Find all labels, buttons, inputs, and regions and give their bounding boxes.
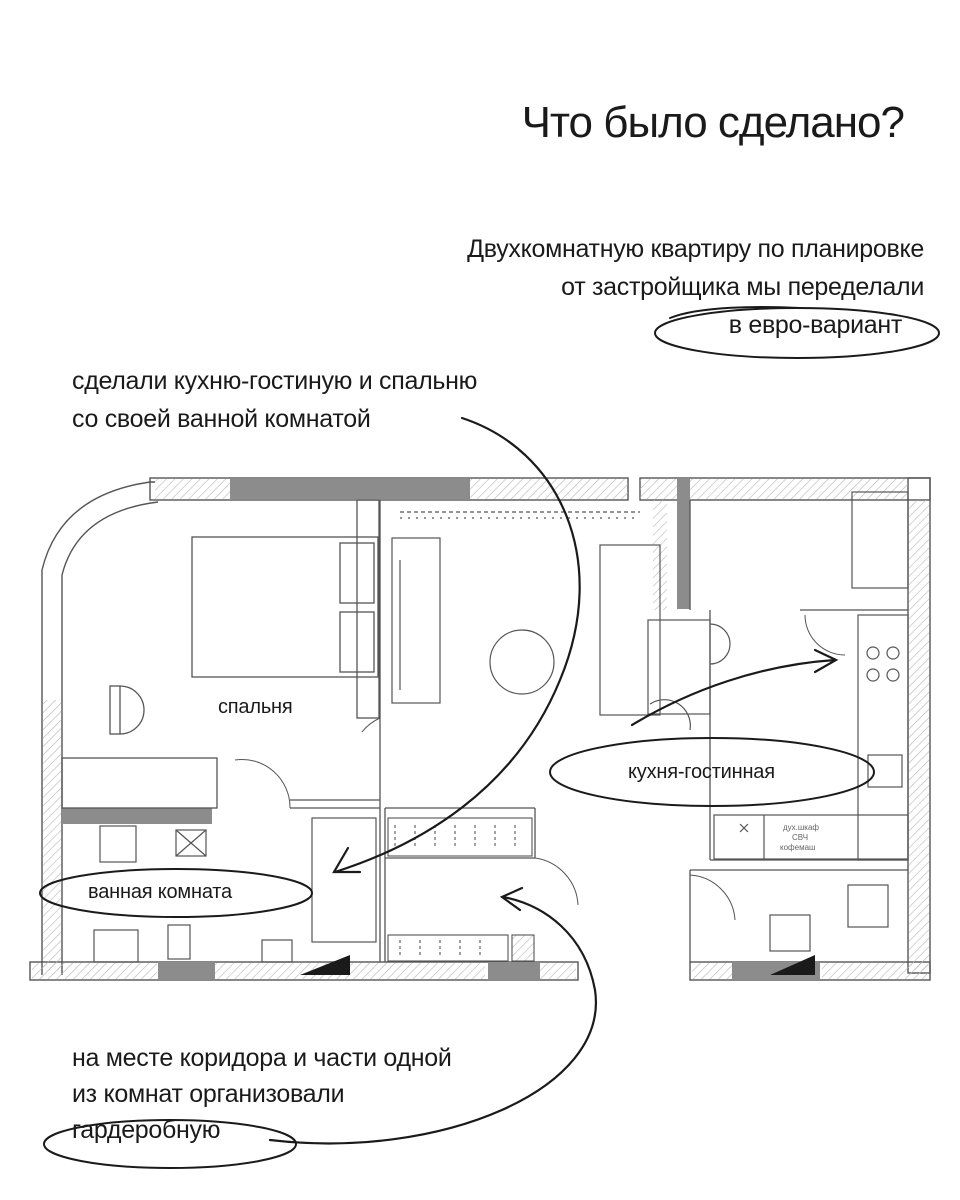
- intro-text: Двухкомнатную квартиру по планировке от …: [467, 230, 924, 344]
- oval-kitchen: [549, 737, 875, 807]
- door-swings: [234, 614, 846, 921]
- living-furniture: [391, 511, 731, 731]
- intro-highlight: в евро-вариант: [728, 311, 903, 339]
- note-bottom-line-1: на месте коридора и части одной: [72, 1044, 452, 1072]
- oval-bathroom: [39, 868, 313, 918]
- interior-walls: [61, 499, 908, 962]
- note-kitchen-bedroom: сделали кухню-гостиную и спальню со свое…: [72, 362, 477, 438]
- note-bottom-line-2: из комнат организовали: [72, 1080, 345, 1108]
- bath-fixtures: [93, 817, 889, 963]
- wardrobe: [387, 817, 535, 962]
- outer-walls: [29, 477, 931, 981]
- cabinet-label-3: кофемаш: [780, 843, 815, 852]
- note-top-line-1: сделали кухню-гостиную и спальню: [72, 367, 478, 395]
- arrow-to-wardrobe-head: [499, 886, 524, 912]
- oval-wardrobe: [43, 1119, 297, 1169]
- arrow-to-bathroom-head: [332, 846, 362, 874]
- bed: [109, 536, 379, 735]
- note-wardrobe: на месте коридора и части одной из комна…: [72, 1040, 452, 1148]
- cabinet-label-2: СВЧ: [792, 833, 808, 842]
- cabinet-label-1: дух.шкаф: [783, 823, 819, 832]
- room-label-bedroom: спальня: [218, 696, 293, 718]
- annotation-arrows: [268, 416, 839, 1145]
- room-label-bathroom: ванная комната: [88, 881, 232, 903]
- arrow-to-kitchen: [630, 658, 837, 727]
- highlight-ovals: [39, 306, 940, 1169]
- intro-line-1: Двухкомнатную квартиру по планировке: [467, 235, 924, 263]
- note-bottom-highlight: гардеробную: [72, 1116, 221, 1144]
- wall-hatching: [32, 479, 929, 979]
- note-top-line-2: со своей ванной комнатой: [72, 405, 371, 433]
- arrow-to-bathroom: [333, 416, 581, 874]
- kitchen-fixtures: [713, 491, 909, 861]
- page-title: Что было сделано?: [521, 98, 905, 147]
- arrow-to-wardrobe: [268, 895, 598, 1145]
- intro-line-2: от застройщика мы переделали: [561, 273, 924, 301]
- level-markers: [300, 955, 815, 975]
- solid-walls: [62, 479, 820, 980]
- room-label-kitchen-living: кухня-гостинная: [628, 761, 775, 783]
- arrow-to-kitchen-head: [813, 648, 839, 674]
